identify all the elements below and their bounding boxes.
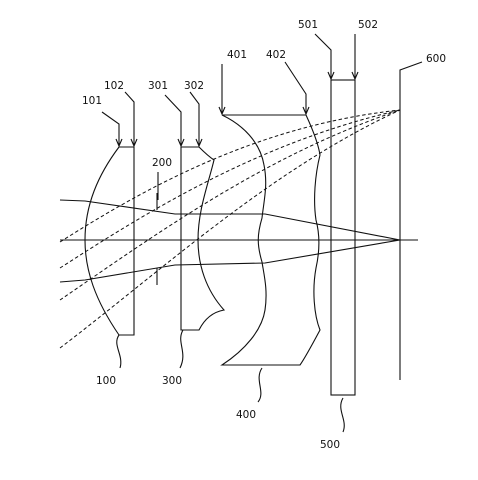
- lens-300: [180, 146, 226, 331]
- label-600: 600: [426, 53, 446, 65]
- field-ray-1: [59, 109, 401, 243]
- leader-301: [164, 94, 185, 148]
- leader-102: [124, 91, 138, 148]
- axial-ray-lower: [59, 239, 401, 283]
- label-301: 301: [148, 80, 168, 92]
- label-400: 400: [236, 409, 256, 421]
- label-102: 102: [104, 80, 124, 92]
- label-402: 402: [266, 49, 286, 61]
- label-401: 401: [227, 49, 247, 61]
- label-502: 502: [358, 19, 378, 31]
- field-ray-4: [59, 109, 401, 349]
- leader-302: [189, 91, 203, 148]
- leader-100: [116, 334, 122, 369]
- label-501: 501: [298, 19, 318, 31]
- leader-502: [351, 34, 359, 81]
- leader-401: [218, 64, 226, 116]
- label-500: 500: [320, 439, 340, 451]
- axial-ray-upper: [59, 199, 401, 241]
- leader-300: [179, 329, 184, 369]
- lens-400: [220, 114, 321, 366]
- filter-500: [330, 79, 356, 396]
- label-300: 300: [162, 375, 182, 387]
- leader-500: [340, 397, 345, 433]
- label-101: 101: [82, 95, 102, 107]
- leader-101: [101, 111, 123, 148]
- field-ray-2: [59, 109, 401, 269]
- leader-600: [399, 61, 423, 85]
- label-100: 100: [96, 375, 116, 387]
- leader-400: [257, 367, 263, 403]
- leader-501: [314, 33, 335, 81]
- label-200: 200: [152, 157, 172, 169]
- label-302: 302: [184, 80, 204, 92]
- lens-100: [84, 146, 135, 336]
- leader-402: [284, 61, 310, 116]
